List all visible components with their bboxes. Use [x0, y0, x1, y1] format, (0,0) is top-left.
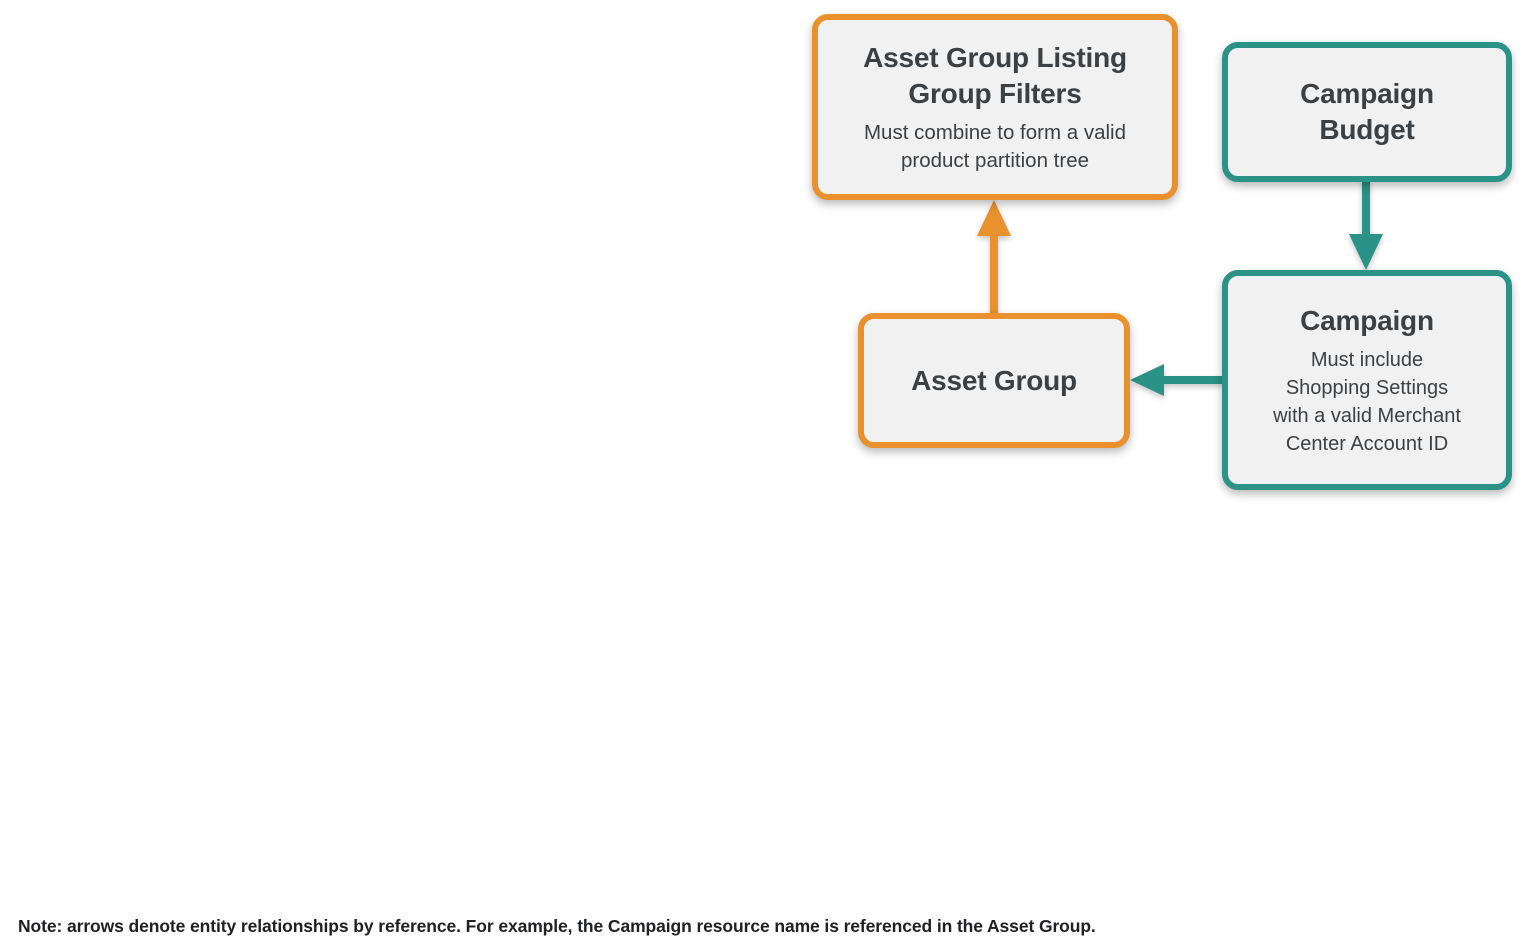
- title-line: Group Filters: [908, 77, 1082, 109]
- node-title: Campaign: [1300, 303, 1434, 339]
- node-title: Campaign Budget: [1300, 76, 1434, 148]
- subtitle-line: with a valid Merchant: [1273, 404, 1461, 427]
- arrowhead-down-icon: [1349, 234, 1383, 270]
- node-subtitle: Must include Shopping Settings with a va…: [1273, 346, 1461, 458]
- subtitle-line: Shopping Settings: [1285, 376, 1449, 399]
- node-campaign: Campaign Must include Shopping Settings …: [1222, 270, 1512, 490]
- title-line: Asset Group Listing: [863, 41, 1127, 73]
- subtitle-line: Must combine to form a valid: [863, 120, 1127, 144]
- subtitle-line: Center Account ID: [1285, 432, 1449, 455]
- arrow-shaft: [1362, 178, 1370, 238]
- arrow-campaign-budget-to-campaign: [1349, 178, 1383, 270]
- node-asset-group-listing-group-filters: Asset Group Listing Group Filters Must c…: [812, 14, 1178, 200]
- subtitle-line: product partition tree: [900, 148, 1089, 172]
- diagram-note: Note: arrows denote entity relationships…: [18, 916, 1096, 936]
- arrow-asset-group-to-listing-filters: [977, 200, 1011, 316]
- node-campaign-budget: Campaign Budget: [1222, 42, 1512, 182]
- node-asset-group: Asset Group: [858, 313, 1130, 448]
- title-line: Campaign: [1300, 78, 1434, 109]
- title-line: Budget: [1319, 114, 1415, 145]
- arrow-shaft: [990, 230, 998, 316]
- arrowhead-left-icon: [1130, 364, 1164, 396]
- arrow-shaft: [1160, 376, 1224, 384]
- subtitle-line: Must include: [1310, 348, 1424, 371]
- node-subtitle: Must combine to form a valid product par…: [864, 119, 1126, 175]
- arrow-campaign-to-asset-group: [1130, 364, 1224, 396]
- node-title: Asset Group Listing Group Filters: [863, 40, 1127, 112]
- title-line: Campaign: [1300, 304, 1434, 336]
- node-title: Asset Group: [911, 363, 1077, 399]
- title-line: Asset Group: [911, 364, 1077, 396]
